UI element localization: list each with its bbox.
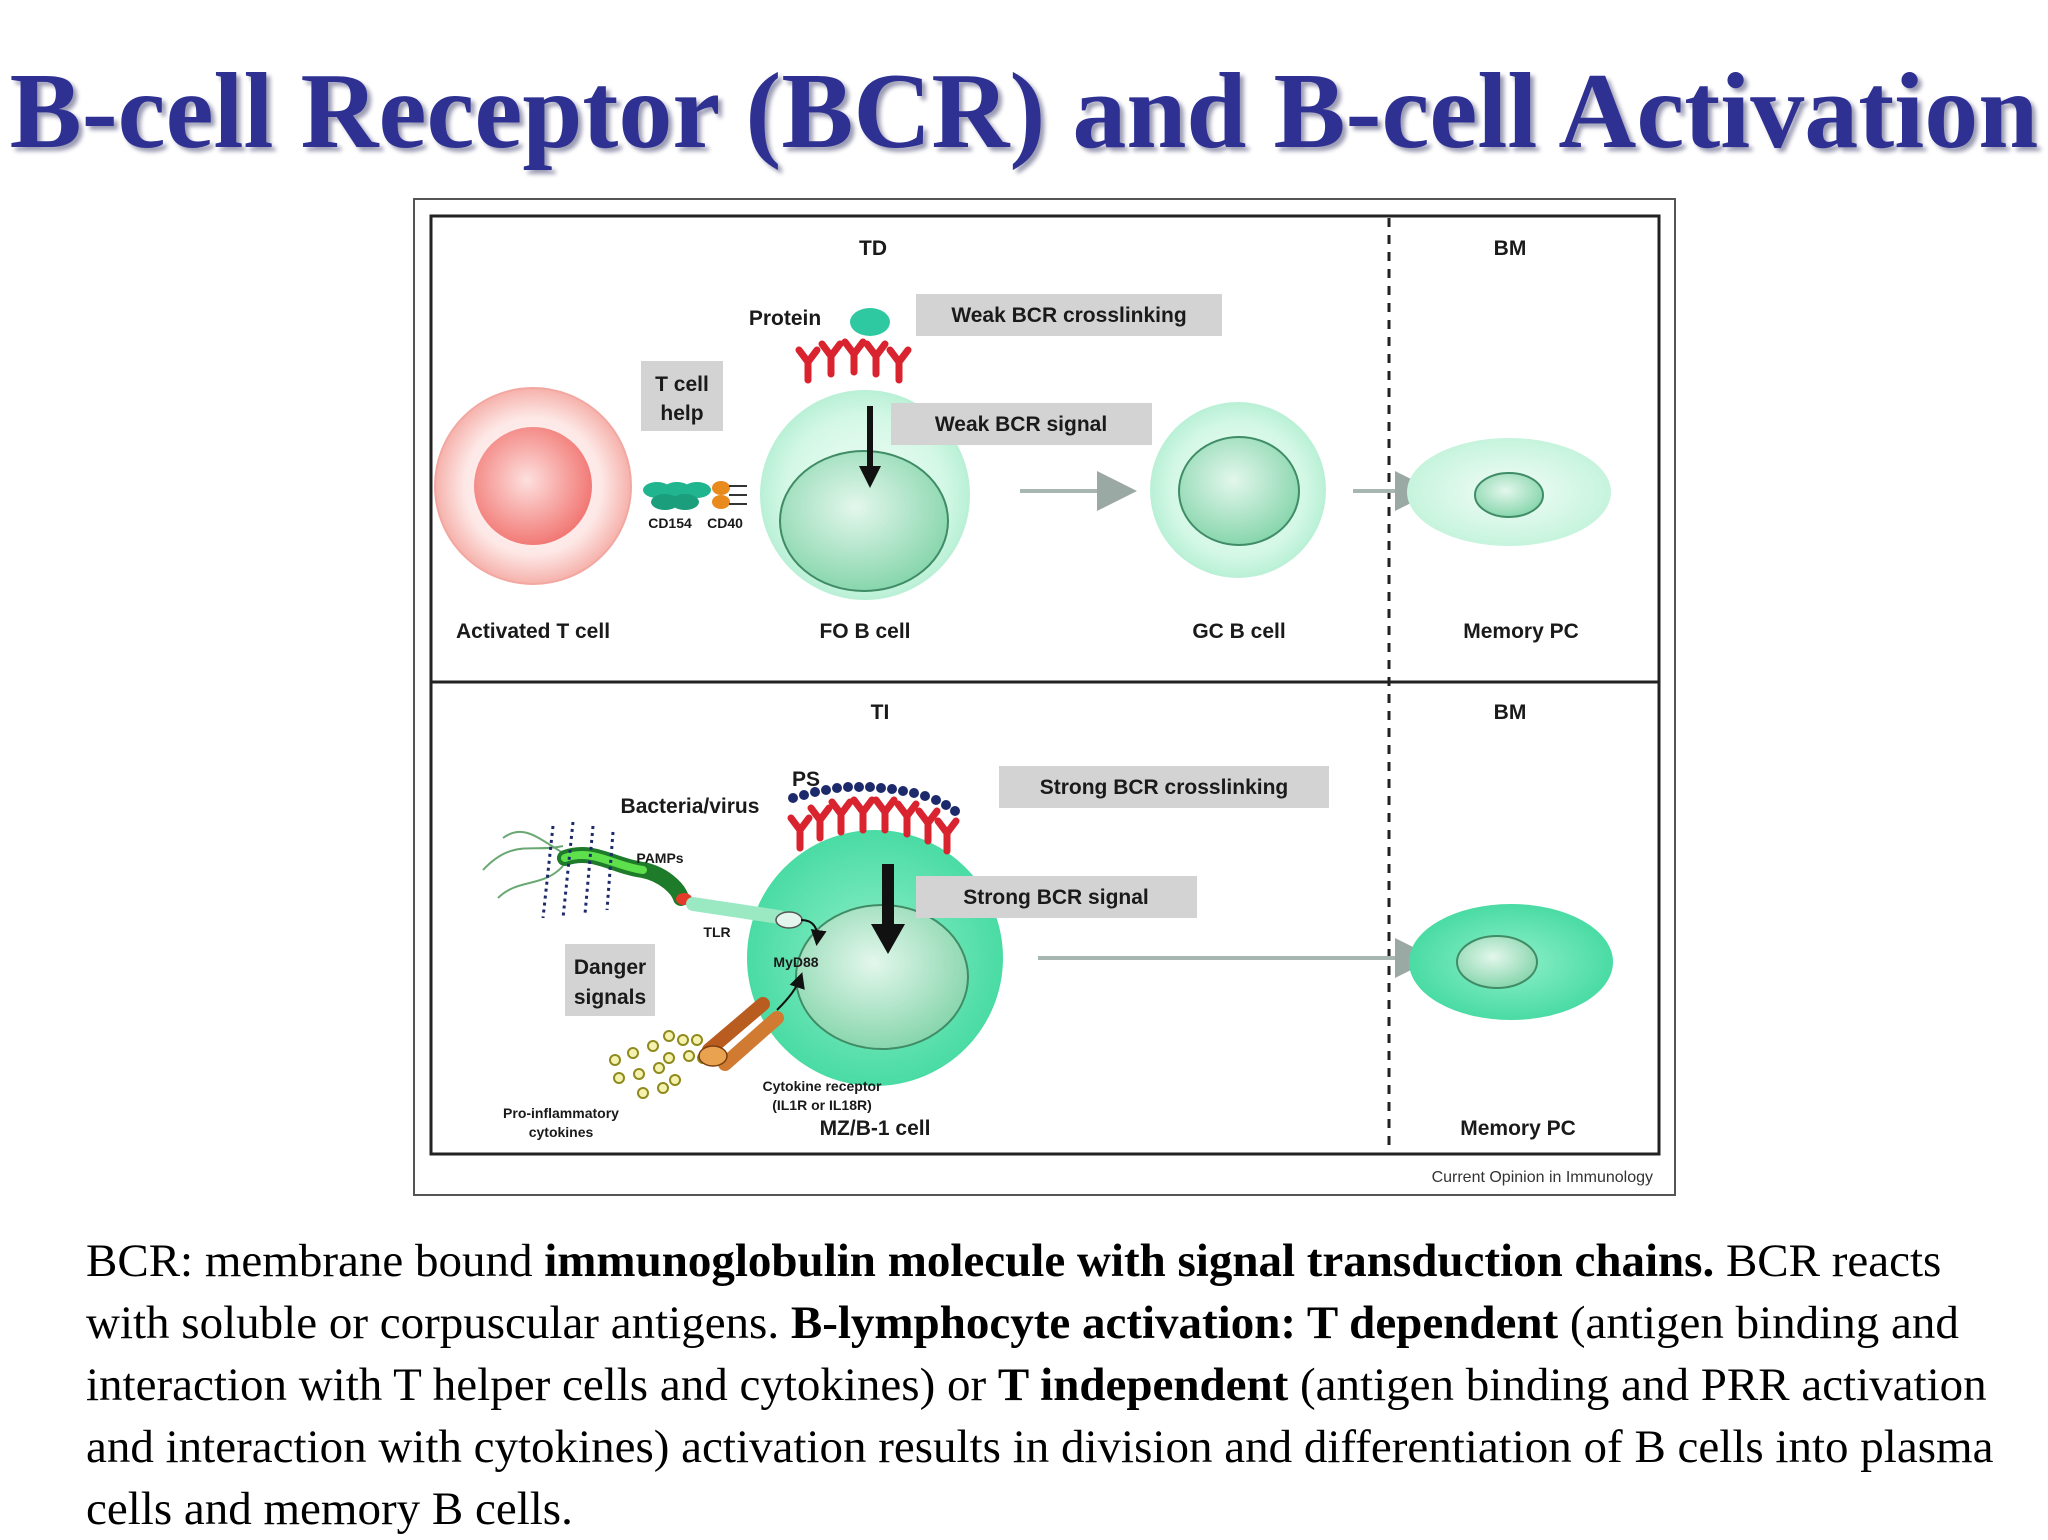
- myd88-label: MyD88: [773, 954, 818, 970]
- desc-bold-2: B-lymphocyte activation: T dependent: [790, 1297, 1559, 1349]
- fo-b-cell-nucleus: [779, 450, 949, 592]
- desc-bold-1: immunoglobulin molecule with signal tran…: [544, 1235, 1715, 1287]
- strong-crosslinking-box: [999, 766, 1329, 808]
- t-cell-nucleus: [474, 427, 592, 545]
- danger-signals-box: [565, 944, 655, 1016]
- figure-svg: TD BM CD154 CD40 T cell help Protein Wea…: [413, 198, 1676, 1196]
- gc-b-cell-label: GC B cell: [1192, 620, 1285, 643]
- weak-signal-arrow-head: [859, 466, 881, 488]
- cytokine-receptor-icon: [698, 972, 805, 1071]
- memory-pc-ti-nucleus: [1456, 935, 1538, 989]
- strong-signal-arrow-head: [871, 924, 905, 954]
- cd154-cd40-interaction: [643, 481, 747, 510]
- danger-signals-line1: Danger: [574, 956, 646, 979]
- tlr-receptor: [686, 897, 786, 924]
- description-paragraph: BCR: membrane bound immunoglobulin molec…: [86, 1230, 2016, 1540]
- ti-label: TI: [871, 701, 890, 724]
- tlr-signal-arrow: [800, 919, 827, 946]
- cytokines-line1: Pro-inflammatory: [503, 1105, 619, 1121]
- strong-signal-text: Strong BCR signal: [963, 886, 1149, 909]
- t-cell-help-line2: help: [660, 402, 703, 425]
- protein-label: Protein: [749, 307, 821, 330]
- bacteria-virus-label: Bacteria/virus: [621, 795, 760, 818]
- pamps-label: PAMPs: [636, 850, 683, 866]
- strong-crosslinking-text: Strong BCR crosslinking: [1040, 776, 1289, 799]
- gc-b-cell-nucleus: [1178, 436, 1300, 546]
- ps-antigen-chain: [788, 782, 960, 816]
- fo-b-cell-label: FO B cell: [819, 620, 910, 643]
- desc-text-2: BCR reacts with soluble or corpuscular a…: [86, 1235, 1942, 1349]
- cytokine-receptor-line2: (IL1R or IL18R): [772, 1097, 872, 1113]
- cd154-label: CD154: [648, 515, 692, 531]
- memory-pc-td-label: Memory PC: [1463, 620, 1579, 643]
- weak-signal-box: [891, 403, 1152, 445]
- memory-pc-td-nucleus: [1474, 472, 1544, 518]
- weak-crosslinking-text: Weak BCR crosslinking: [951, 304, 1186, 327]
- desc-text-4: (antigen binding and PRR activation and …: [86, 1359, 1994, 1535]
- desc-bold-3: T independent: [997, 1359, 1289, 1411]
- cd40-label: CD40: [707, 515, 743, 531]
- tlr-label: TLR: [703, 924, 730, 940]
- ti-panel-frame: [429, 680, 1661, 1156]
- tlr-head: [775, 911, 803, 929]
- cytokines-line2: cytokines: [529, 1124, 594, 1140]
- protein-antigen: [850, 308, 890, 336]
- desc-text-1: BCR: membrane bound: [86, 1235, 545, 1287]
- pro-inflammatory-cytokines: [609, 1030, 709, 1099]
- activated-t-cell-label: Activated T cell: [456, 620, 610, 643]
- strong-signal-box: [916, 876, 1197, 918]
- figure-source: Current Opinion in Immunology: [1432, 1169, 1653, 1186]
- td-label: TD: [859, 237, 887, 260]
- t-cell-help-line1: T cell: [655, 373, 709, 396]
- danger-signals-line2: signals: [574, 986, 646, 1009]
- page-title: B-cell Receptor (BCR) and B-cell Activat…: [9, 52, 2039, 171]
- cytokine-receptor-line1: Cytokine receptor: [762, 1078, 882, 1094]
- ps-label: PS: [792, 768, 820, 791]
- td-bm-label: BM: [1494, 237, 1527, 260]
- bcr-activation-figure: TD BM CD154 CD40 T cell help Protein Wea…: [413, 198, 1676, 1196]
- ti-bm-label: BM: [1494, 701, 1527, 724]
- t-cell-help-box: [641, 361, 723, 431]
- memory-pc-ti-label: Memory PC: [1460, 1117, 1576, 1140]
- weak-crosslinking-box: [916, 294, 1222, 336]
- bacteria-virus-icon: [482, 821, 692, 919]
- figure-outer-frame: [413, 198, 1676, 1196]
- mz-b1-cell-label: MZ/B-1 cell: [820, 1117, 931, 1140]
- weak-signal-text: Weak BCR signal: [935, 413, 1107, 436]
- desc-text-3: (antigen binding and interaction with T …: [86, 1297, 1959, 1411]
